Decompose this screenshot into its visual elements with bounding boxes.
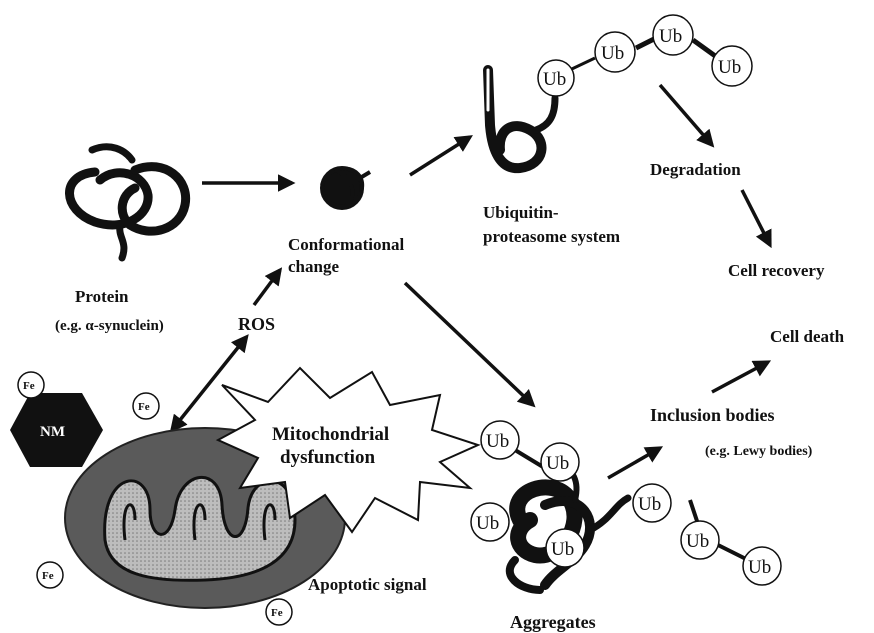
arrow-conformational-to-aggregates	[405, 283, 533, 405]
inclusion-bodies-label: Inclusion bodies	[650, 405, 775, 425]
ub-label-agg-6: Ub	[686, 531, 709, 552]
fe-label-2: Fe	[138, 401, 150, 413]
conformational-label-1: Conformational	[288, 235, 404, 254]
ros-label: ROS	[238, 314, 275, 334]
ups-label-1: Ubiquitin-	[483, 203, 559, 222]
arrow-ub-to-degradation	[660, 85, 712, 145]
nm-label: NM	[40, 424, 65, 440]
ub-chain-top	[538, 15, 752, 96]
fe-label-3: Fe	[42, 570, 54, 582]
aggregates-label: Aggregates	[510, 612, 596, 632]
degradation-label: Degradation	[650, 160, 741, 179]
ub-label-agg-4: Ub	[551, 539, 574, 560]
arrow-degradation-to-recovery	[742, 190, 770, 245]
protein-label: Protein	[75, 287, 129, 306]
aggregate-illustration	[510, 462, 628, 590]
arrow-inclusion-to-cell-death	[712, 362, 768, 392]
fe-label-4: Fe	[271, 607, 283, 619]
mito-label-1: Mitochondrial	[272, 424, 389, 445]
conformational-label-2: change	[288, 257, 339, 276]
ub-label-top-1: Ub	[543, 69, 566, 90]
fe-label-1: Fe	[23, 380, 35, 392]
arrow-aggregates-to-inclusion	[608, 448, 660, 478]
arrow-ros-to-conformational	[254, 270, 280, 305]
ub-label-agg-3: Ub	[476, 513, 499, 534]
ub-label-agg-7: Ub	[748, 557, 771, 578]
arrow-conformational-to-ups	[410, 137, 470, 175]
apoptotic-signal-label: Apoptotic signal	[308, 575, 427, 594]
ub-label-top-2: Ub	[601, 43, 624, 64]
cell-recovery-label: Cell recovery	[728, 261, 825, 280]
cell-death-label: Cell death	[770, 327, 845, 346]
ub-label-agg-2: Ub	[546, 453, 569, 474]
protein-illustration	[69, 147, 185, 258]
mito-label-2: dysfunction	[280, 447, 375, 468]
protein-example-label: (e.g. α-synuclein)	[55, 318, 164, 334]
ub-label-top-3: Ub	[659, 26, 682, 47]
ub-label-agg-5: Ub	[638, 494, 661, 515]
ub-label-agg-1: Ub	[486, 431, 509, 452]
ub-label-top-4: Ub	[718, 57, 741, 78]
misfolded-protein-illustration	[322, 168, 370, 208]
inclusion-example-label: (e.g. Lewy bodies)	[705, 444, 813, 459]
ups-label-2: proteasome system	[483, 227, 620, 246]
